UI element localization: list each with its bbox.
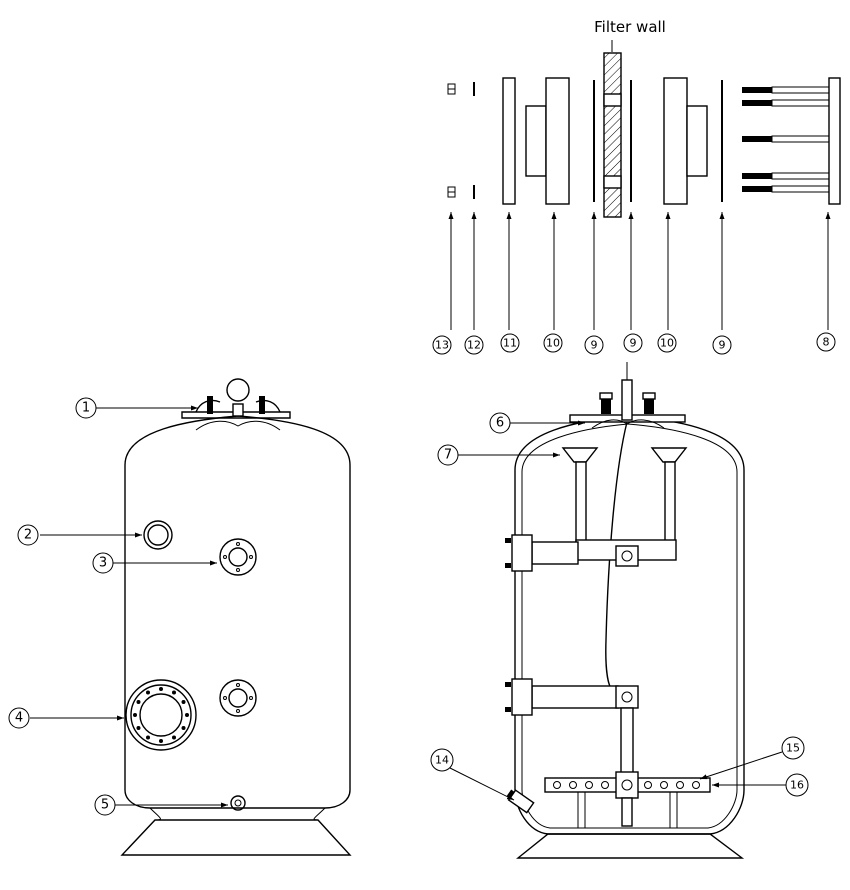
callout-7: 7	[437, 444, 459, 466]
front-manhole	[125, 679, 197, 751]
callout-8: 8	[816, 332, 836, 352]
part-11-flange	[502, 77, 516, 205]
callout-9a: 9	[584, 335, 604, 355]
manhole-bolt	[172, 735, 176, 740]
manhole-bolt	[181, 726, 186, 730]
pressure-gauge-icon	[226, 378, 250, 402]
manhole-bolt	[146, 735, 150, 740]
front-flange-upper	[219, 538, 257, 576]
front-flange-lower	[219, 679, 257, 717]
manhole-bolt	[146, 690, 150, 695]
front-view-tank: 1 2 3 4 5	[8, 378, 352, 856]
front-tank-base	[120, 819, 352, 856]
lower-header-pipe	[505, 678, 639, 779]
svg-text:8: 8	[823, 336, 830, 349]
manhole-bolt	[172, 690, 176, 695]
callout-4: 4	[8, 707, 30, 729]
callout-15: 15	[781, 736, 805, 760]
svg-text:10: 10	[660, 337, 674, 350]
callout-5: 5	[94, 794, 116, 816]
svg-text:4: 4	[15, 711, 23, 726]
callout-9b: 9	[623, 333, 643, 353]
svg-text:3: 3	[99, 556, 107, 571]
callout-11: 11	[500, 333, 520, 353]
section-shell-inner	[521, 423, 738, 829]
callout-12: 12	[464, 335, 484, 355]
front-lid-assembly	[181, 378, 291, 431]
callout-1: 1	[75, 397, 97, 419]
filter-wall-section	[603, 52, 622, 218]
svg-text:14: 14	[435, 754, 449, 767]
section-view-tank: 6 7 14 15 16	[430, 362, 809, 859]
exploded-callouts: 13 12 11 10 9 9 10 9 8	[432, 332, 836, 355]
manhole-bolt	[159, 687, 163, 691]
air-vent-tube	[605, 421, 628, 691]
front-drain	[230, 795, 246, 811]
exploded-assembly: Filter wall	[432, 18, 841, 355]
svg-text:6: 6	[496, 416, 504, 431]
front-tank-body	[124, 415, 351, 809]
svg-text:9: 9	[630, 337, 637, 350]
svg-text:13: 13	[435, 339, 449, 352]
callout-6: 6	[489, 412, 511, 434]
front-sight-glass	[143, 520, 173, 550]
manhole-bolt	[136, 700, 141, 704]
svg-text:9: 9	[591, 339, 598, 352]
section-top-fittings	[569, 362, 686, 429]
callout-16: 16	[785, 773, 809, 797]
part-10-hub-left	[525, 77, 570, 205]
filter-wall-label: Filter wall	[594, 18, 666, 36]
part-8-bolt-flange	[742, 77, 841, 205]
callout-2: 2	[17, 524, 39, 546]
callout-3: 3	[92, 552, 114, 574]
svg-text:7: 7	[444, 448, 452, 463]
manhole-bolt	[136, 726, 141, 730]
manhole-bolt	[159, 739, 163, 743]
svg-text:11: 11	[503, 337, 517, 350]
svg-text:12: 12	[467, 339, 481, 352]
svg-text:2: 2	[24, 528, 32, 543]
upper-distributor-funnels	[561, 447, 688, 545]
callout-14: 14	[430, 748, 454, 772]
front-callouts: 1 2 3 4 5	[8, 397, 116, 816]
svg-text:9: 9	[719, 339, 726, 352]
section-base	[516, 833, 745, 859]
callout-10a: 10	[543, 333, 563, 353]
svg-text:15: 15	[786, 742, 800, 755]
svg-text:5: 5	[101, 798, 109, 813]
section-shell-outer	[514, 415, 745, 835]
manhole-bolt	[181, 700, 186, 704]
svg-text:10: 10	[546, 337, 560, 350]
svg-text:16: 16	[790, 779, 804, 792]
callout-10b: 10	[657, 333, 677, 353]
svg-text:1: 1	[82, 401, 90, 416]
exploded-leaders	[448, 212, 831, 330]
part-10-hub-right	[663, 77, 708, 205]
part-13-nuts	[447, 83, 456, 198]
manhole-bolt	[185, 713, 189, 717]
upper-header-pipe	[505, 534, 677, 572]
manhole-bolt	[133, 713, 137, 717]
callout-9c: 9	[712, 335, 732, 355]
section-callouts: 6 7 14 15 16	[430, 412, 809, 797]
bottom-lateral-collector	[544, 771, 711, 828]
callout-13: 13	[432, 335, 452, 355]
